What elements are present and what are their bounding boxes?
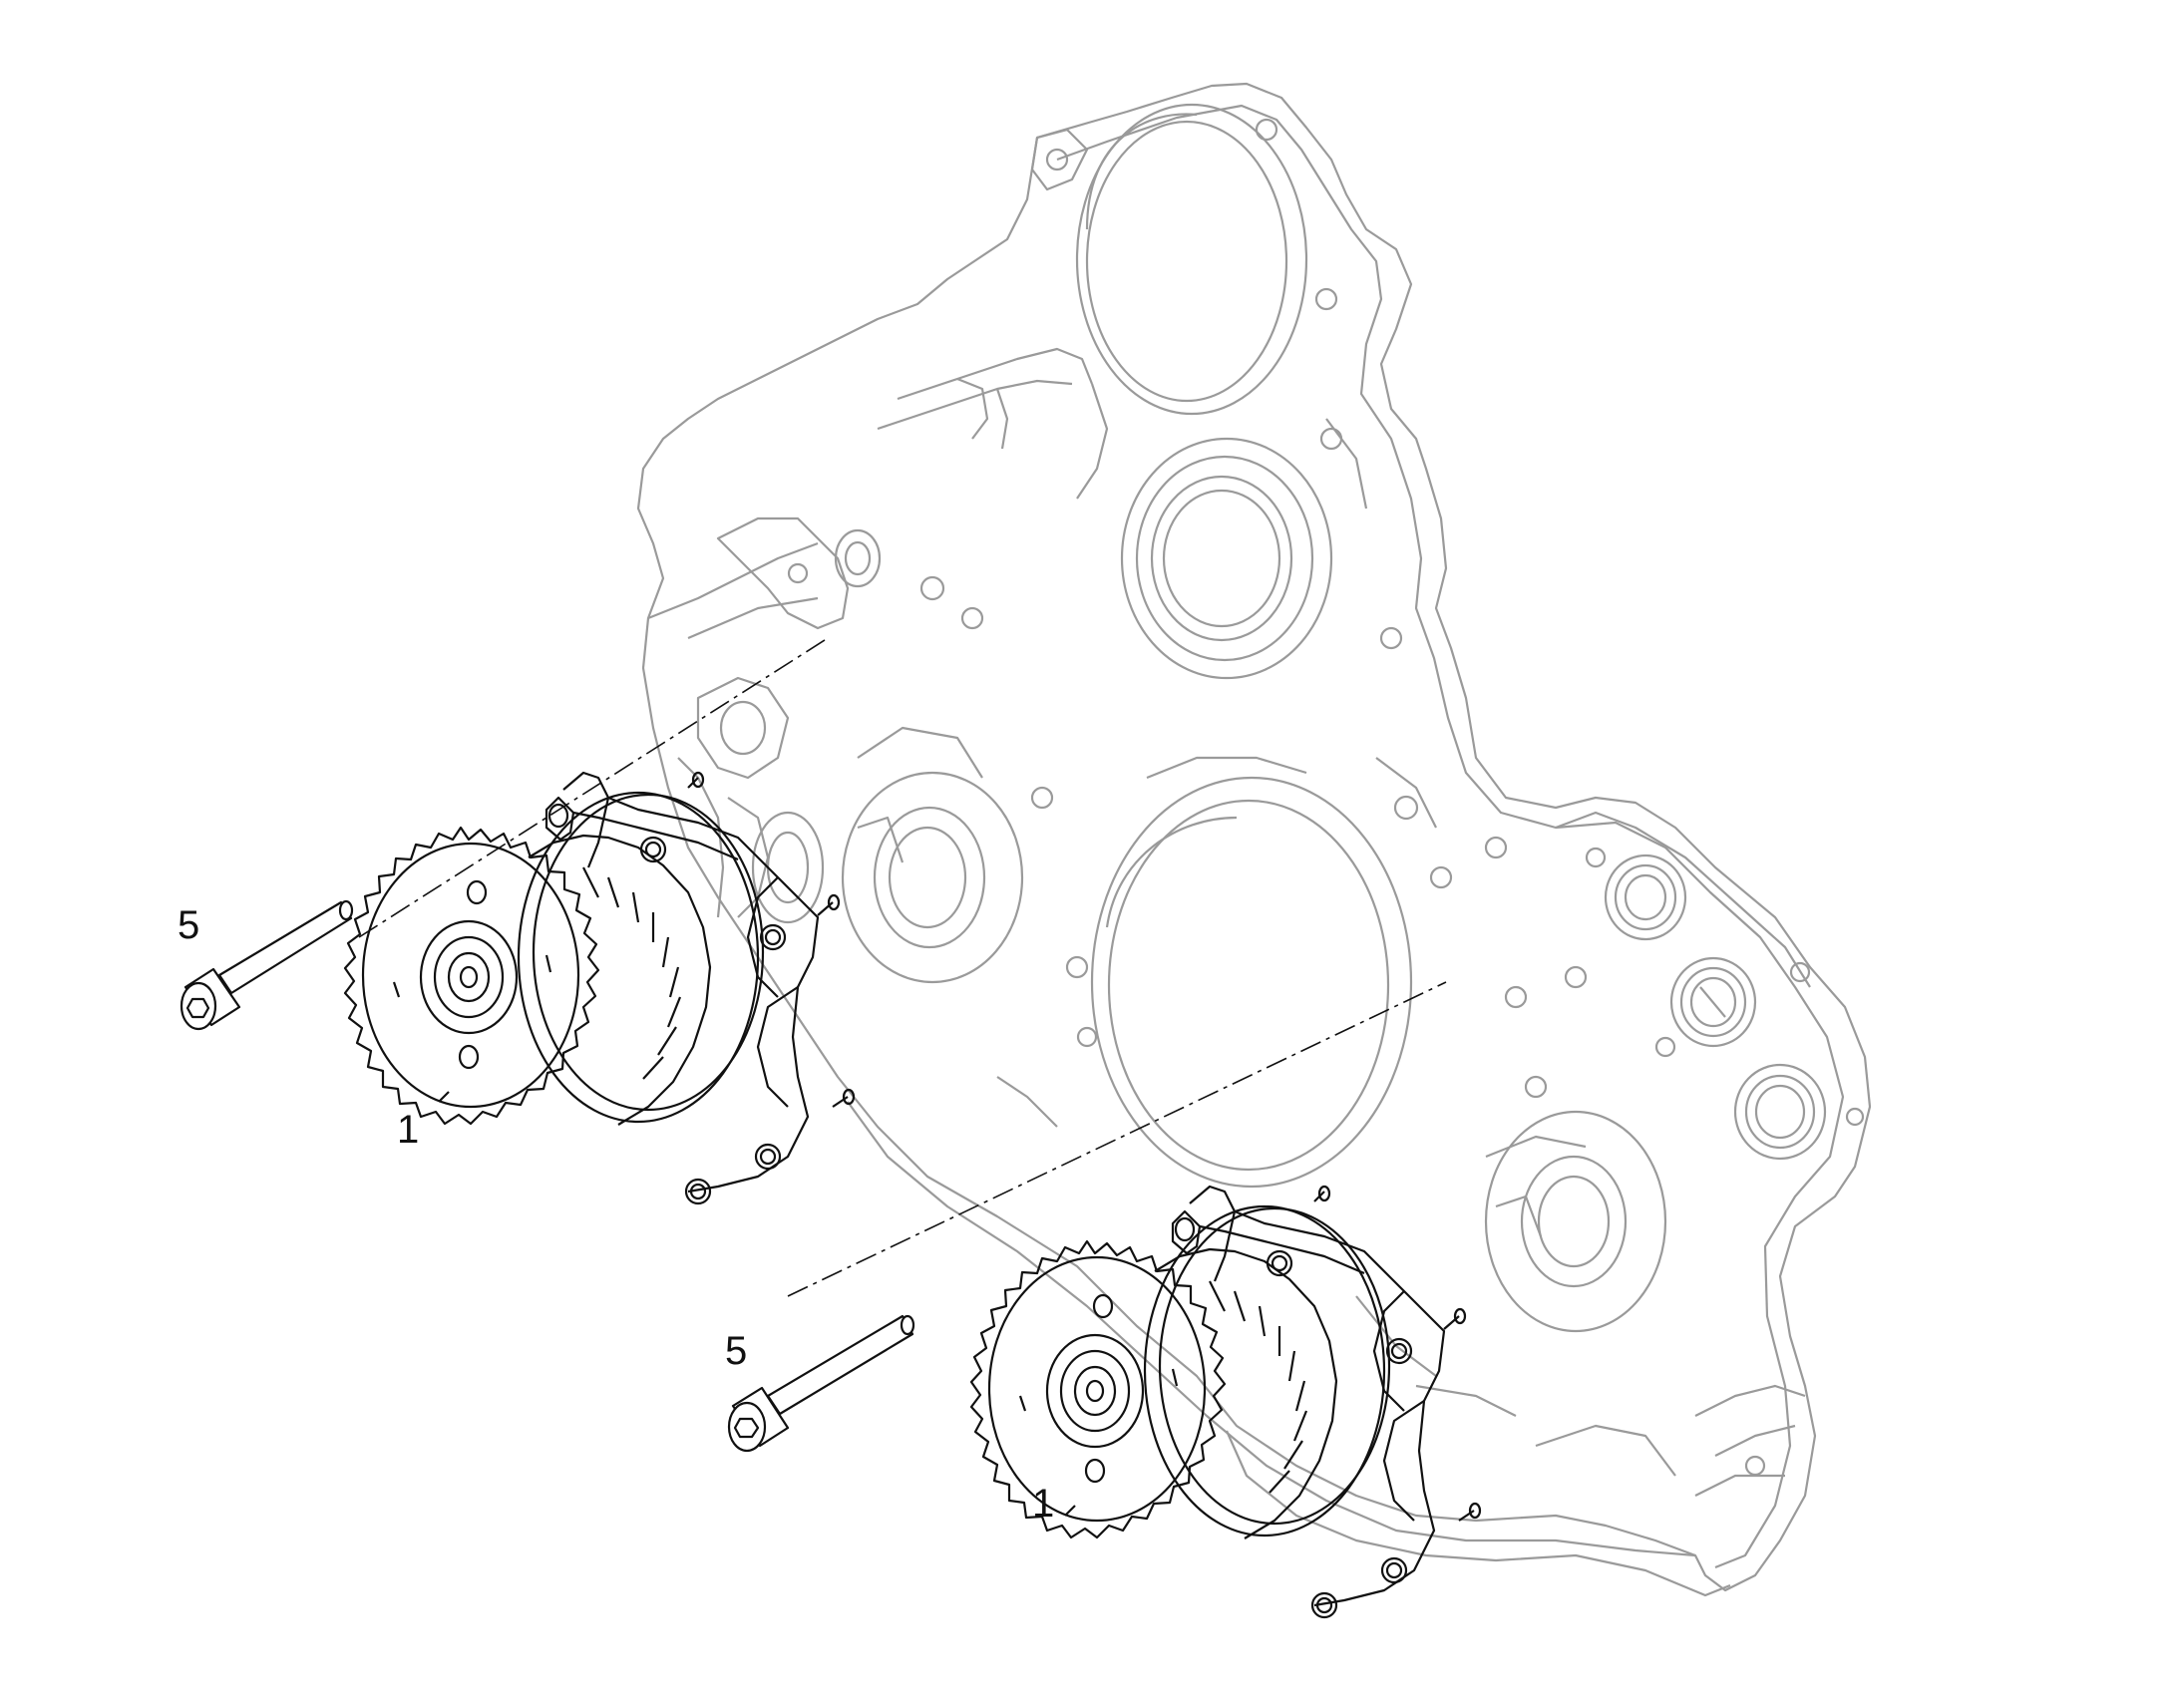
callout-bolt-lower: 5 bbox=[725, 1329, 748, 1373]
oil-pump-gear-icon bbox=[343, 771, 856, 1205]
assembly-center-lines bbox=[358, 637, 1447, 1297]
gear-housing-cover-icon bbox=[636, 82, 1872, 1597]
callout-bolt-upper: 5 bbox=[178, 903, 200, 947]
callout-pump-lower: 1 bbox=[1032, 1482, 1055, 1526]
oil-pump-gear-icon bbox=[969, 1185, 1482, 1619]
callout-pump-upper: 1 bbox=[397, 1108, 420, 1152]
socket-head-cap-screw-icon bbox=[727, 1314, 915, 1453]
socket-head-cap-screw-icon bbox=[180, 899, 354, 1031]
